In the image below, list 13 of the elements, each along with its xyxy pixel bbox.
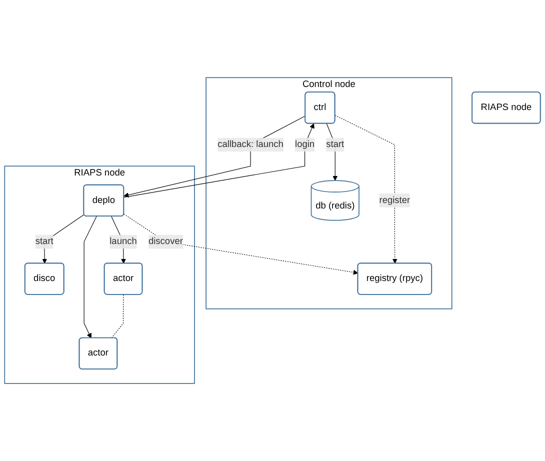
arrow bbox=[84, 216, 97, 338]
arrow bbox=[326, 123, 338, 181]
arrow bbox=[42, 214, 84, 264]
arrow bbox=[334, 115, 398, 264]
arrow bbox=[124, 214, 358, 275]
edge-label: callback: launch bbox=[218, 139, 284, 150]
edge-label: login bbox=[295, 139, 315, 150]
edge-label: discover bbox=[148, 236, 183, 246]
edge-label: start bbox=[35, 236, 54, 246]
connector bbox=[111, 294, 124, 338]
edge-label: start bbox=[326, 139, 344, 150]
edge-label: register bbox=[379, 195, 410, 206]
edge-label: launch bbox=[110, 236, 137, 246]
